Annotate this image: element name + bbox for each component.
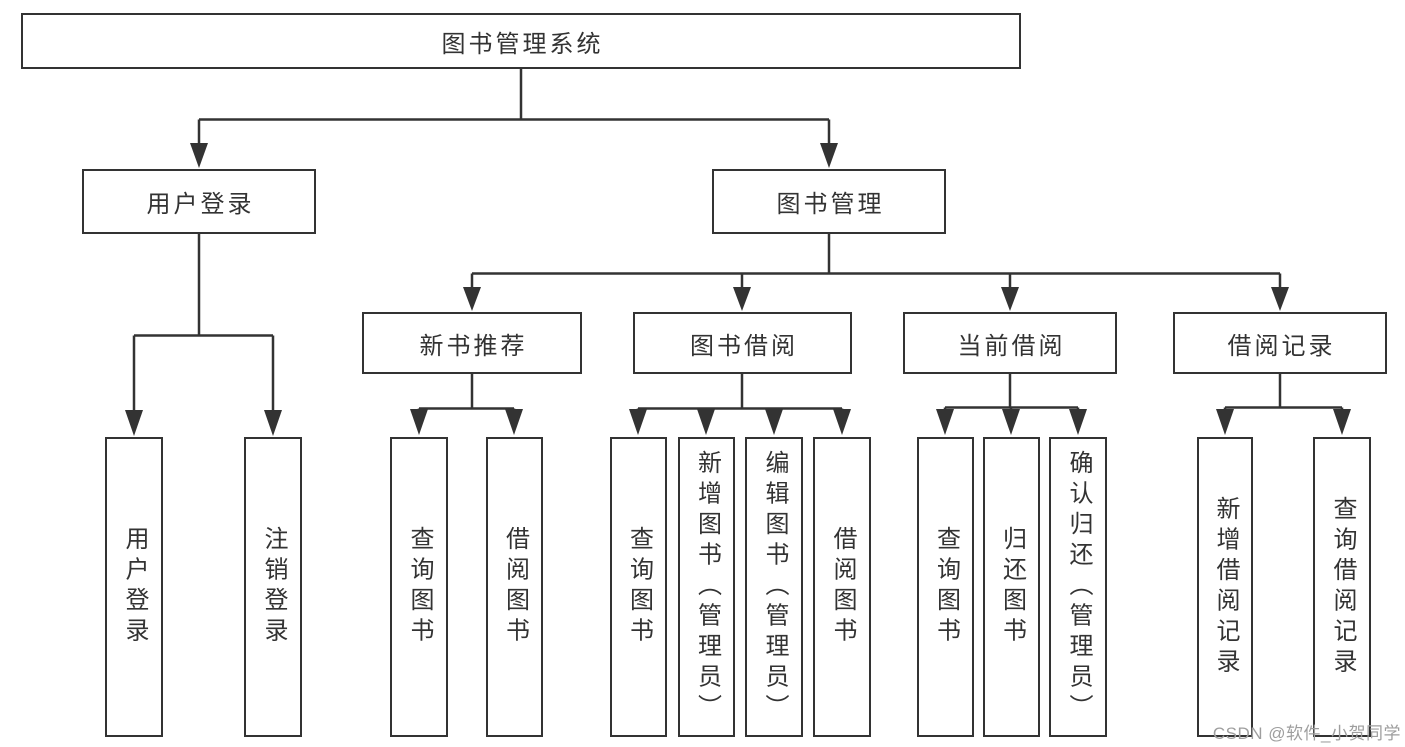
connectors-current-borrowing-to-leaves [936,374,1087,435]
arrowhead [190,143,208,168]
node-user-login: 用户登录 [82,169,316,234]
node-borrowing-records: 借阅记录 [1173,312,1387,374]
leaf-borrow-books: 借阅图书 [813,437,871,737]
arrowhead [1333,409,1351,435]
arrowhead [697,409,715,435]
leaf-user-login: 用户登录 [105,437,163,737]
arrowhead [936,409,954,435]
arrowhead [410,409,428,435]
leaf-logout: 注销登录 [244,437,302,737]
node-current-borrowing: 当前借阅 [903,312,1117,374]
leaf-query-books-newbook: 查询图书 [390,437,448,737]
leaf-query-borrow-record: 查询借阅记录 [1313,437,1371,737]
node-new-book-recommendation: 新书推荐 [362,312,582,374]
arrowhead [1271,287,1289,311]
node-book-management: 图书管理 [712,169,946,234]
arrowhead [1069,409,1087,435]
csdn-watermark: CSDN @软件_小贺同学 [1212,724,1401,743]
arrowhead [125,410,143,436]
node-library-management-system: 图书管理系统 [21,13,1021,69]
connectors-user-login-to-leaves [125,234,282,436]
arrowhead [1216,409,1234,435]
connectors-book-management-to-level3 [463,234,1289,311]
connectors-new-book-to-leaves [410,374,523,435]
leaf-borrow-books-newbook: 借阅图书 [486,437,543,737]
arrowhead [505,409,523,435]
arrowhead [629,409,647,435]
leaf-add-books-admin: 新增图书（管理员） [678,437,735,737]
node-book-borrowing: 图书借阅 [633,312,852,374]
arrowhead [820,143,838,168]
leaf-query-books-borrowing: 查询图书 [610,437,667,737]
arrowhead [264,410,282,436]
connectors-borrow-records-to-leaves [1216,374,1351,435]
leaf-confirm-return-admin: 确认归还（管理员） [1049,437,1107,737]
connectors-book-borrowing-to-leaves [629,374,851,435]
arrowhead [463,287,481,311]
arrowhead [1001,287,1019,311]
leaf-query-books-current: 查询图书 [917,437,974,737]
arrowhead [733,287,751,311]
connectors-root-to-level2 [190,69,838,168]
arrowhead [833,409,851,435]
leaf-edit-books-admin: 编辑图书（管理员） [745,437,803,737]
leaf-add-borrow-record: 新增借阅记录 [1197,437,1253,737]
leaf-return-books: 归还图书 [983,437,1040,737]
arrowhead [765,409,783,435]
arrowhead [1002,409,1020,435]
